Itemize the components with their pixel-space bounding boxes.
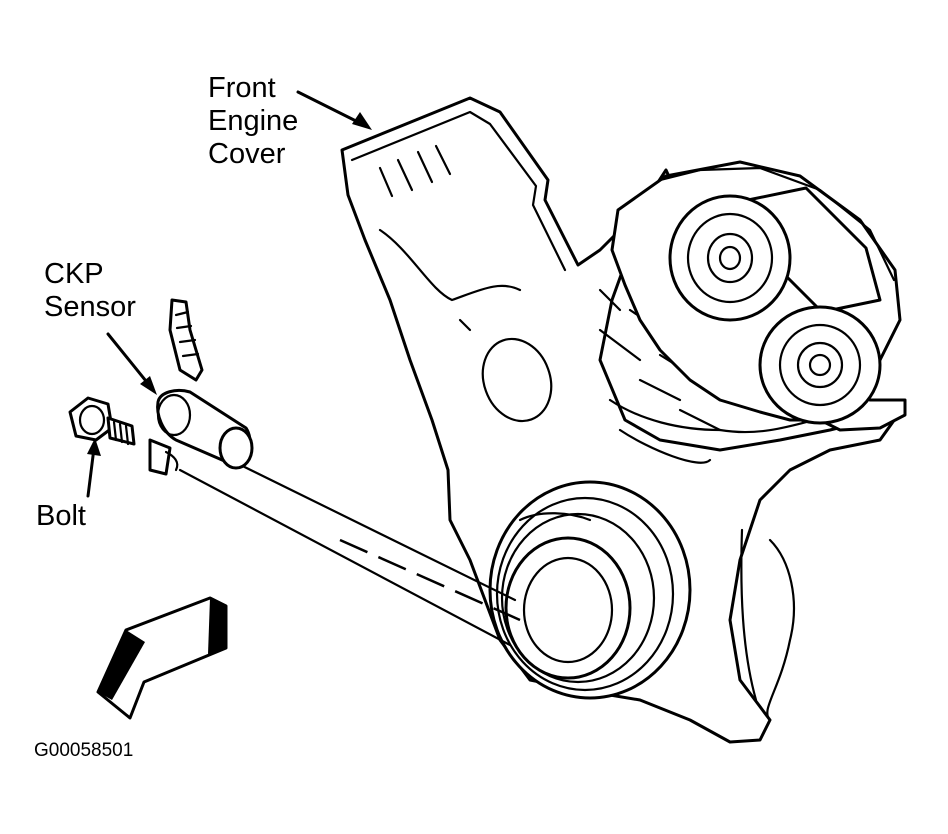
label-line: Sensor <box>44 291 136 323</box>
figure-id: G00058501 <box>34 740 134 761</box>
label-line: CKP <box>44 258 104 290</box>
leader-arrows <box>86 90 372 498</box>
crankshaft-pulley <box>488 480 692 700</box>
bolt <box>68 396 136 446</box>
label-line: Cover <box>208 138 286 170</box>
sensor-guide-lines <box>178 448 521 647</box>
ckp-sensor <box>148 298 254 476</box>
front-engine-cover-label: Front Engine Cover <box>208 72 298 171</box>
bolt-label: Bolt <box>36 500 86 533</box>
label-line: Front <box>208 72 276 104</box>
direction-arrow-icon <box>96 596 228 720</box>
label-line: Bolt <box>36 500 86 532</box>
label-line: Engine <box>208 105 299 137</box>
ckp-sensor-label: CKP Sensor <box>44 258 136 324</box>
camshaft-housing <box>610 160 907 432</box>
